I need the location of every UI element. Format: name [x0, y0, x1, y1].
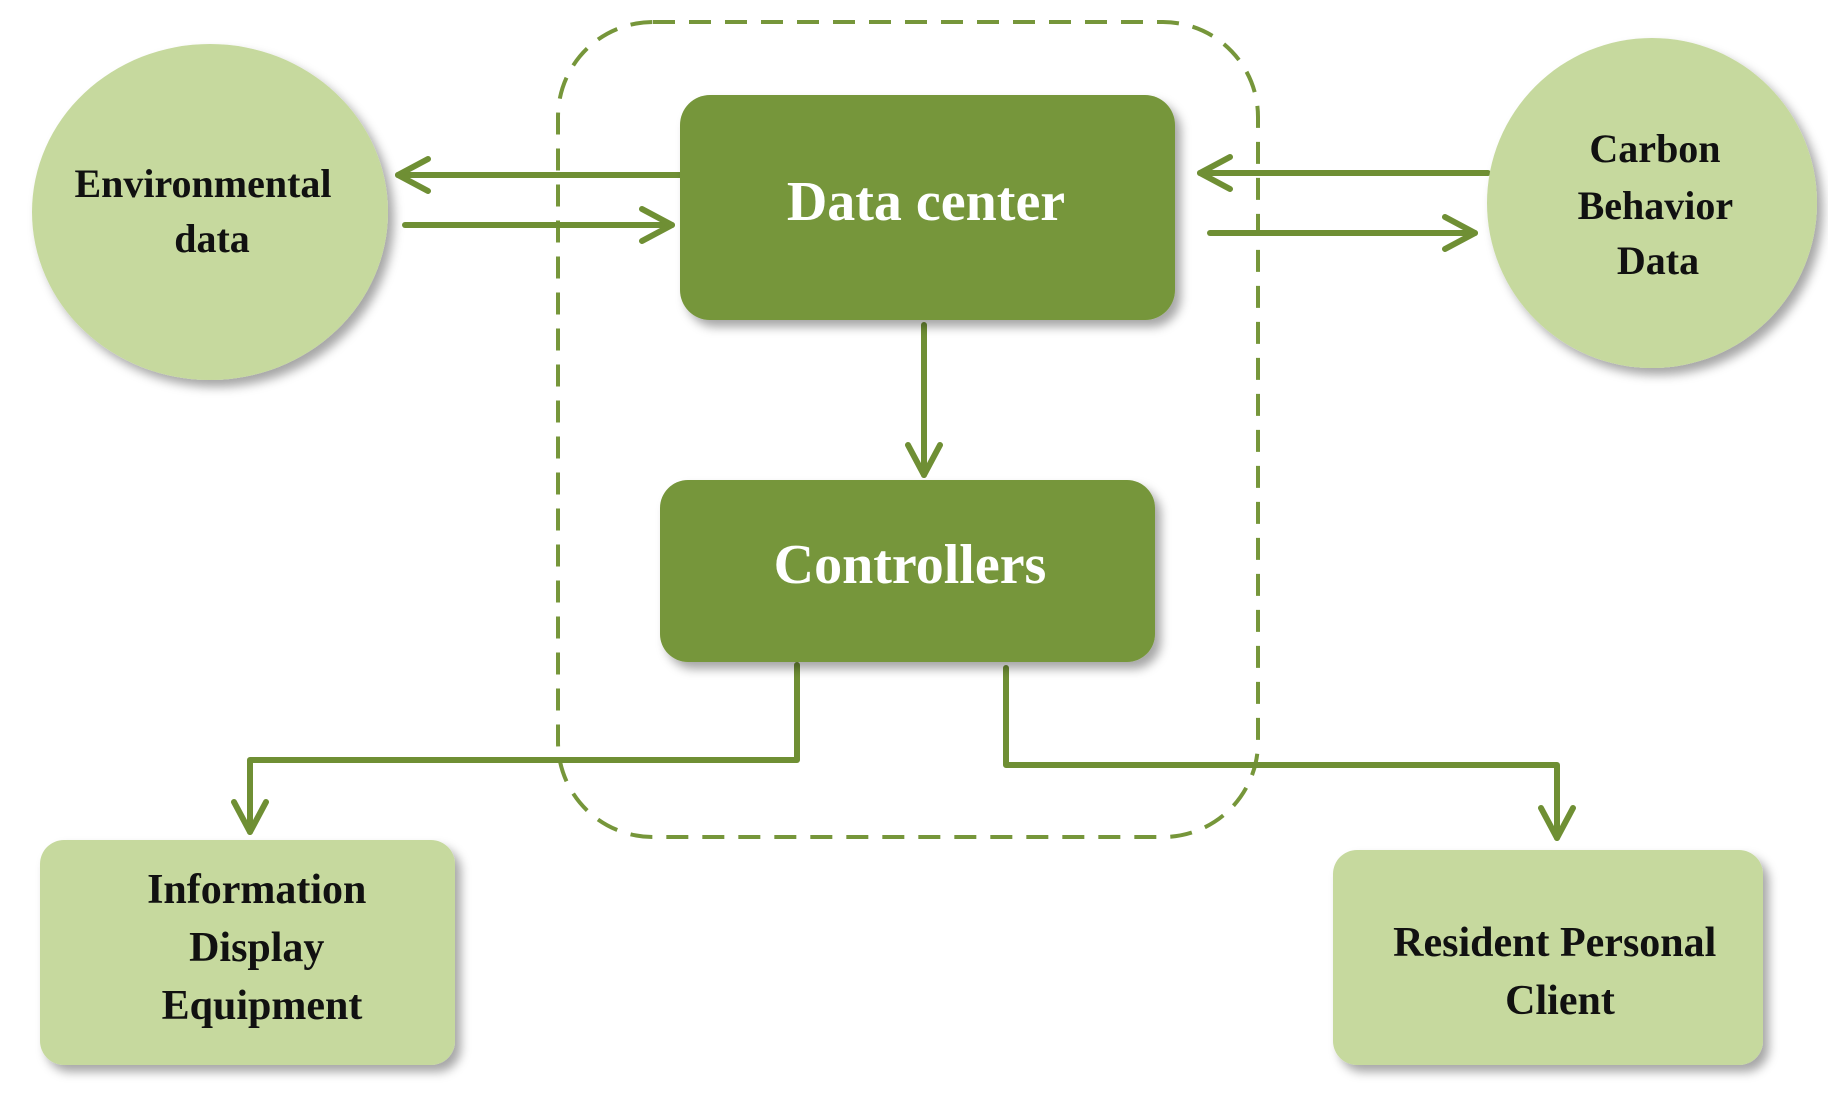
client-line-2: Client [1505, 978, 1615, 1024]
environmental-data-label: Environmental data [74, 161, 341, 261]
display-line-3: Equipment [162, 983, 363, 1029]
carbon-line-3: Data [1617, 238, 1699, 283]
environmental-data-shape [32, 44, 388, 380]
arrow-controllers-to-client [1003, 665, 1576, 841]
data-center-node: Data center [680, 95, 1175, 320]
carbon-line-2: Behavior [1578, 183, 1733, 228]
carbon-behavior-data-label: Carbon Behavior Data [1578, 126, 1743, 283]
display-line-2: Display [189, 925, 324, 971]
resident-client-node: Resident Personal Client [1333, 850, 1763, 1065]
resident-client-label: Resident Personal Client [1393, 920, 1727, 1024]
controllers-shape [660, 480, 1155, 662]
information-display-shape [40, 840, 455, 1065]
connectors [231, 154, 1576, 841]
client-line-1: Resident Personal [1393, 920, 1716, 966]
carbon-line-1: Carbon [1589, 126, 1720, 171]
carbon-behavior-data-shape [1487, 38, 1817, 368]
display-line-1: Information [147, 867, 366, 913]
environmental-line-1: Environmental [74, 161, 331, 206]
environmental-data-node: Environmental data [32, 44, 388, 380]
carbon-behavior-data-node: Carbon Behavior Data [1487, 38, 1817, 368]
controllers-label: Controllers [774, 534, 1047, 596]
data-center-label: Data center [787, 171, 1065, 233]
arrow-controllers-to-display [231, 662, 800, 835]
data-center-shape [680, 95, 1175, 320]
environmental-line-2: data [174, 216, 250, 261]
resident-client-shape [1333, 850, 1763, 1065]
information-display-node: Information Display Equipment [40, 840, 455, 1065]
core-boundary [556, 20, 1260, 839]
controllers-node: Controllers [660, 480, 1155, 662]
information-display-label: Information Display Equipment [147, 867, 377, 1029]
